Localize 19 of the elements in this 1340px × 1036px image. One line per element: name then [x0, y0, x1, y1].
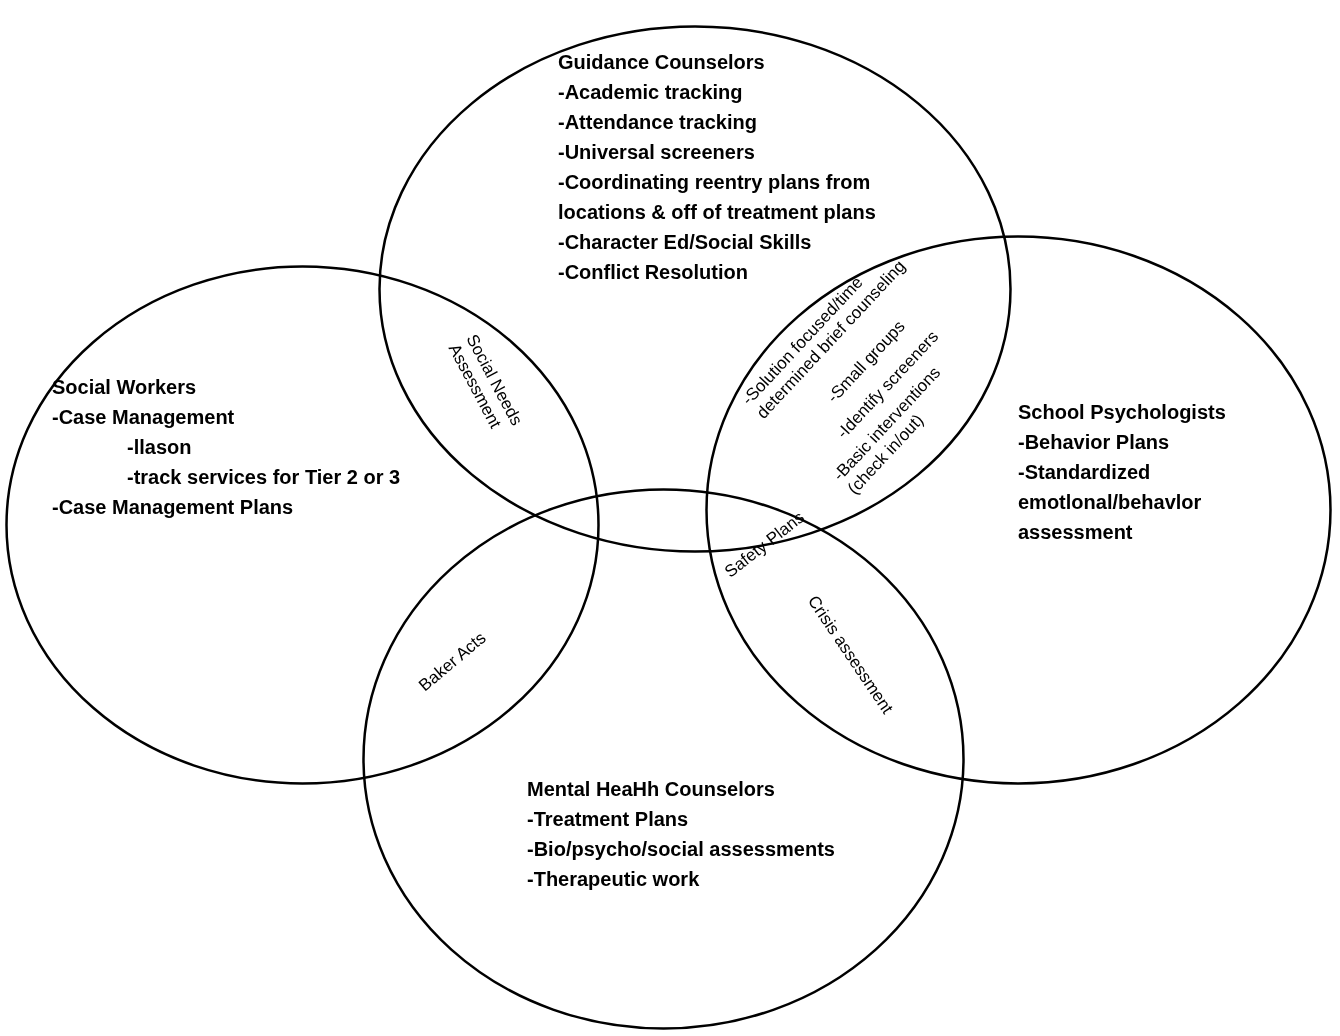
list-item: -Case Management Plans	[52, 495, 294, 520]
list-item: -Bio/psycho/social assessments	[527, 837, 835, 862]
group-heading: Mental HeaHh Counselors	[527, 777, 775, 802]
group-heading: Guidance Counselors	[558, 50, 765, 75]
list-item: -Behavior Plans	[1018, 430, 1170, 455]
list-item: -Standardized emotlonal/behavlor assessment	[1018, 460, 1203, 545]
list-item: -Attendance tracking	[558, 110, 757, 135]
group-heading: School Psychologists	[1018, 400, 1226, 425]
list-item: -Universal screeners	[558, 140, 755, 165]
list-item: -Academic tracking	[558, 80, 743, 105]
list-item: -track services for Tier 2 or 3	[127, 465, 401, 490]
list-item: -Conflict Resolution	[558, 260, 748, 285]
group-heading: Social Workers	[52, 375, 197, 400]
list-item: -Coordinating reentry plans from locations & off of treatment plans	[558, 170, 877, 225]
list-item: -Character Ed/Social Skills	[558, 230, 812, 255]
list-item: -Treatment Plans	[527, 807, 689, 832]
list-item: -Therapeutic work	[527, 867, 700, 892]
list-item: -Case Management	[52, 405, 235, 430]
list-item: -llason	[127, 435, 192, 460]
